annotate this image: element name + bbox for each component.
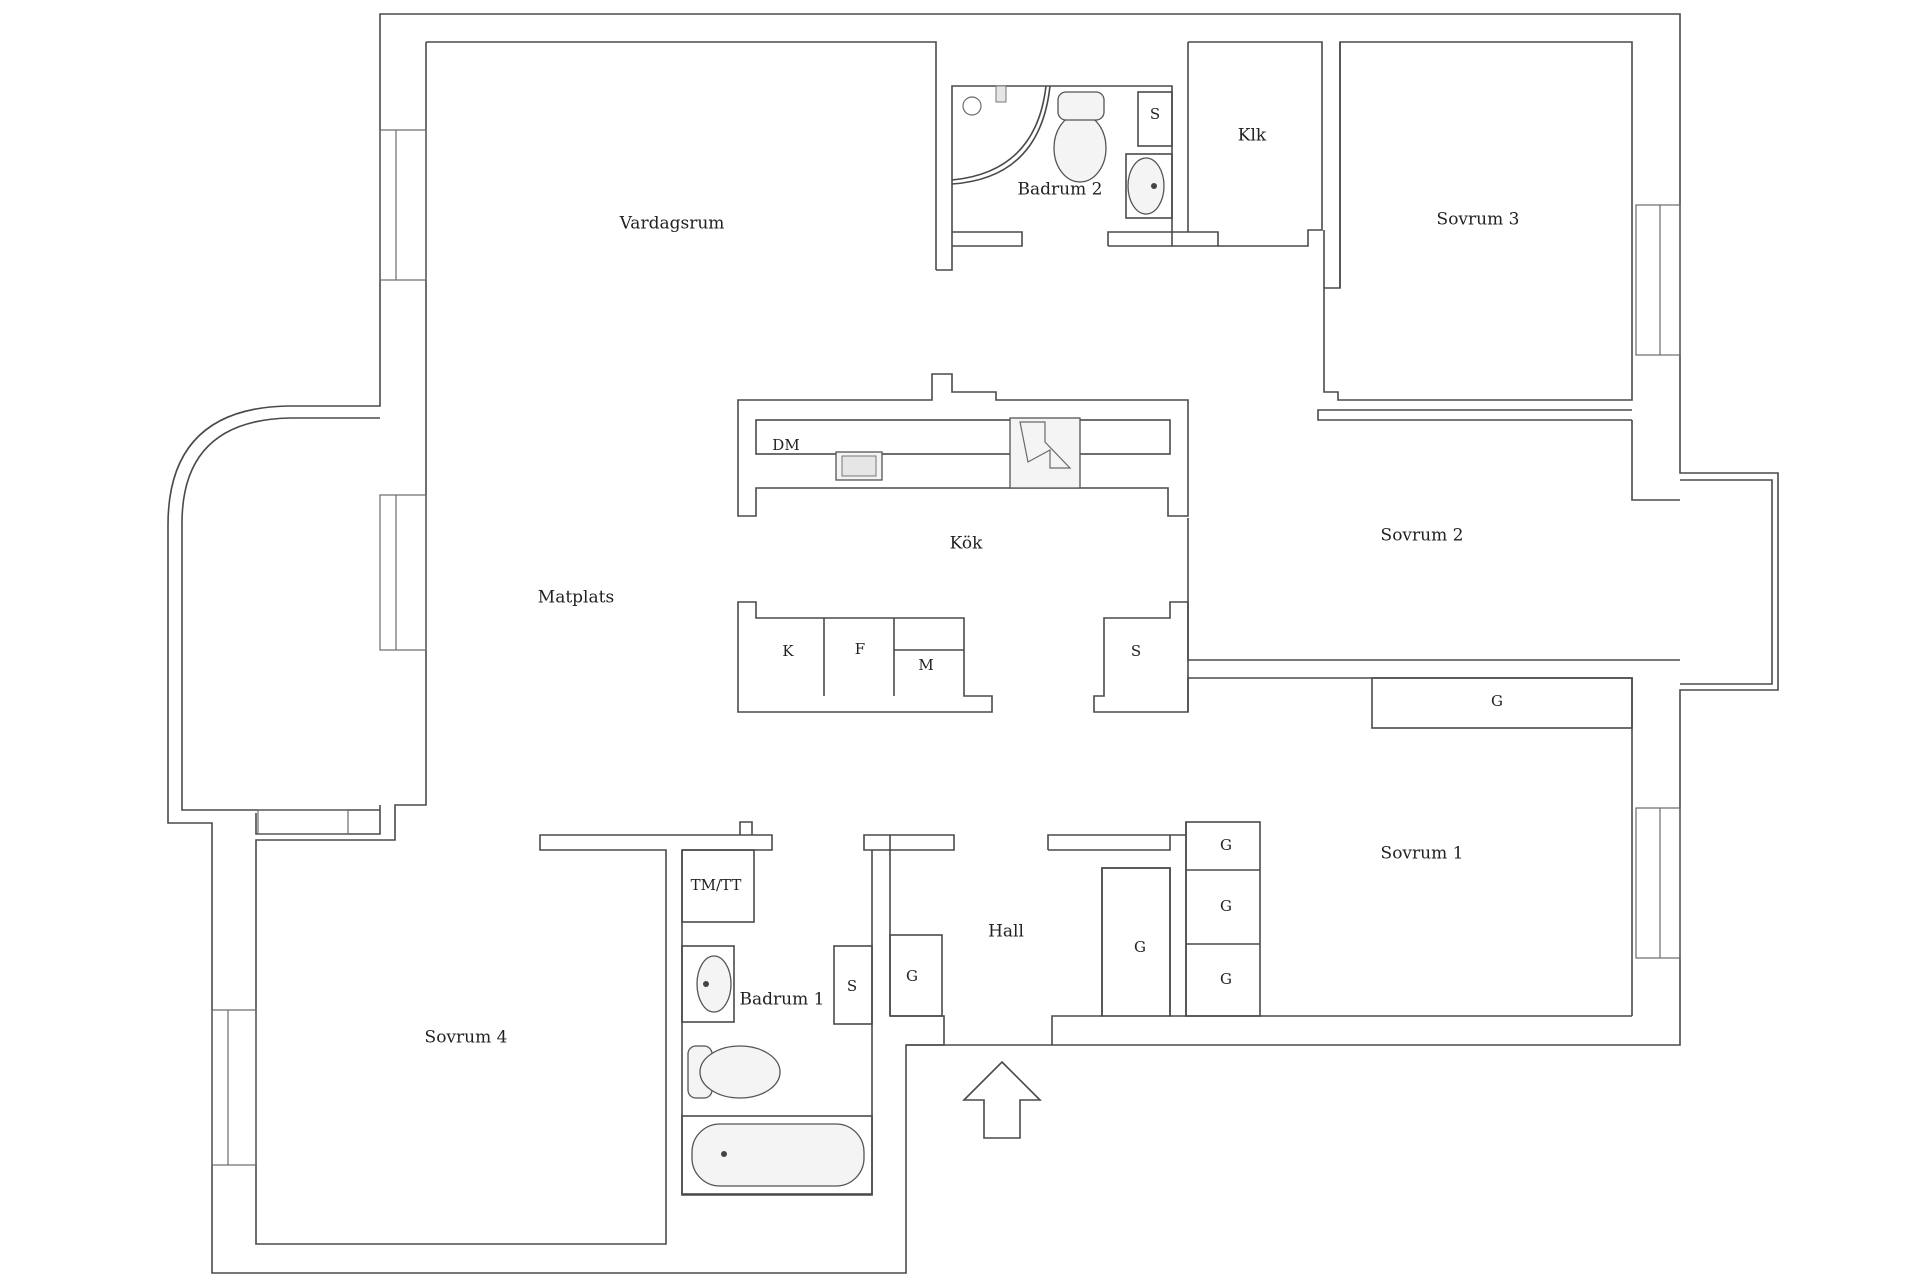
fixture-label-g-hall-left: G (906, 967, 918, 985)
room-label-kok: Kök (950, 534, 983, 554)
room-label-hall: Hall (988, 922, 1024, 942)
fixture-label-dm: DM (772, 436, 799, 454)
room-label-badrum1: Badrum 1 (740, 990, 825, 1010)
fixture-label-s-badrum1: S (847, 977, 857, 995)
room-label-klk: Klk (1238, 126, 1267, 146)
kitchen-lower-counter (737, 601, 1189, 713)
fixture-label-tm-tt: TM/TT (691, 876, 742, 894)
outer-walls (167, 13, 1779, 1274)
fixture-label-m: M (918, 656, 933, 674)
fixture-label-f: F (855, 640, 865, 658)
badrum2-fixtures (951, 85, 1173, 219)
room-label-vardagsrum: Vardagsrum (619, 214, 725, 234)
fixture-label-g-sovrum2: G (1491, 692, 1503, 710)
entrance-arrow-icon (962, 1060, 1042, 1139)
room-label-sovrum2: Sovrum 2 (1381, 526, 1464, 546)
fixture-label-s-badrum2: S (1150, 105, 1160, 123)
fixture-label-g-sovrum1-top: G (1220, 836, 1232, 854)
room-label-badrum2: Badrum 2 (1018, 180, 1103, 200)
room-label-sovrum1: Sovrum 1 (1381, 844, 1464, 864)
fixture-label-g-sovrum1-bot: G (1220, 970, 1232, 988)
badrum1-fixtures (681, 945, 873, 1195)
room-label-sovrum3: Sovrum 3 (1437, 210, 1520, 230)
room-label-sovrum4: Sovrum 4 (425, 1028, 508, 1048)
room-label-matplats: Matplats (538, 588, 614, 608)
fixture-label-g-sovrum1-mid: G (1220, 897, 1232, 915)
fixture-label-k: K (782, 642, 794, 660)
kitchen-upper-counter (737, 373, 1189, 517)
hall-walls (681, 821, 1186, 1196)
top-inner-walls (936, 41, 1633, 401)
fixture-label-s-kitchen: S (1131, 642, 1141, 660)
fixture-label-g-hall-right: G (1134, 938, 1146, 956)
